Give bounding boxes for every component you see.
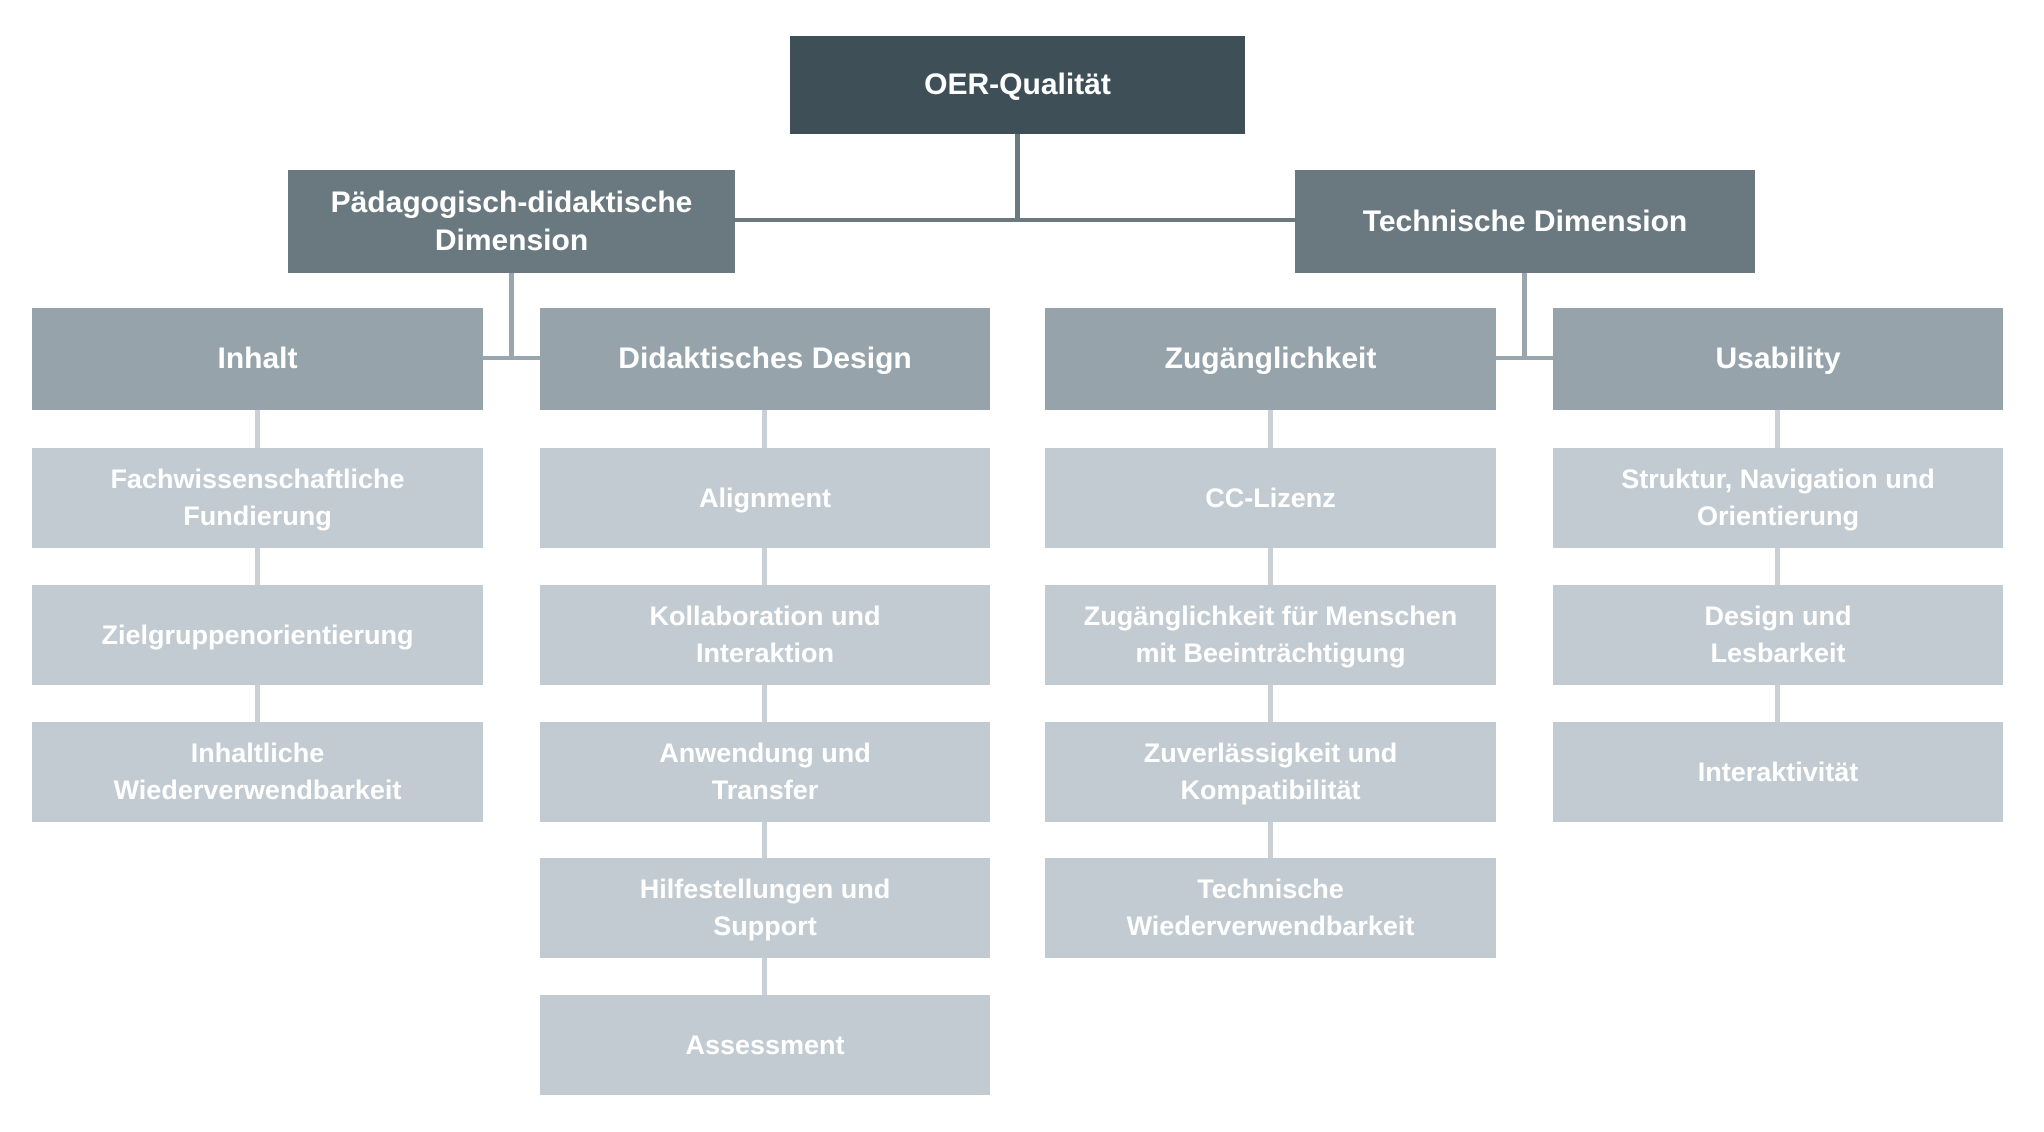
criterion-box-alignment: Alignment [540, 448, 990, 548]
connector-col2-seg1 [762, 410, 767, 448]
category-box-inhalt: Inhalt [32, 308, 483, 410]
criterion-box-fachwissenschaftliche-fundierung: Fachwissenschaftliche Fundierung [32, 448, 483, 548]
connector-col3-seg4 [1268, 822, 1273, 858]
connector-technisch-horizontal [1496, 356, 1553, 360]
criterion-box-technische-wiederverwendbarkeit: Technische Wiederverwendbarkeit [1045, 858, 1496, 958]
connector-col3-seg2 [1268, 548, 1273, 585]
criterion-box-hilfestellungen-und-support: Hilfestellungen und Support [540, 858, 990, 958]
criterion-box-zuverlaessigkeit-und-kompatibilitaet: Zuverlässigkeit und Kompatibilität [1045, 722, 1496, 822]
connector-paedagogisch-vertical [509, 273, 514, 360]
connector-col4-seg1 [1775, 410, 1780, 448]
connector-col4-seg3 [1775, 685, 1780, 722]
criterion-box-inhaltliche-wiederverwendbarkeit: Inhaltliche Wiederverwendbarkeit [32, 722, 483, 822]
criterion-box-cc-lizenz: CC-Lizenz [1045, 448, 1496, 548]
connector-col2-seg5 [762, 958, 767, 995]
criterion-box-struktur-navigation-orientierung: Struktur, Navigation und Orientierung [1553, 448, 2003, 548]
category-box-didaktisches-design: Didaktisches Design [540, 308, 990, 410]
connector-col3-seg1 [1268, 410, 1273, 448]
connector-col3-seg3 [1268, 685, 1273, 722]
criterion-box-kollaboration-und-interaktion: Kollaboration und Interaktion [540, 585, 990, 685]
category-box-usability: Usability [1553, 308, 2003, 410]
criterion-box-zielgruppenorientierung: Zielgruppenorientierung [32, 585, 483, 685]
dimension-box-paedagogisch-didaktisch: Pädagogisch-didaktische Dimension [288, 170, 735, 273]
connector-root-horizontal [735, 218, 1295, 222]
connector-col2-seg3 [762, 685, 767, 722]
connector-col1-seg1 [255, 410, 260, 448]
criterion-box-zugaenglichkeit-fuer-menschen: Zugänglichkeit für Menschen mit Beeinträ… [1045, 585, 1496, 685]
dimension-box-technisch: Technische Dimension [1295, 170, 1755, 273]
connector-root-vertical [1015, 134, 1020, 222]
connector-technisch-vertical [1522, 273, 1527, 360]
criterion-box-design-und-lesbarkeit: Design und Lesbarkeit [1553, 585, 2003, 685]
connector-col2-seg4 [762, 822, 767, 858]
connector-paedagogisch-horizontal [483, 356, 540, 360]
connector-col4-seg2 [1775, 548, 1780, 585]
category-box-zugaenglichkeit: Zugänglichkeit [1045, 308, 1496, 410]
criterion-box-assessment: Assessment [540, 995, 990, 1095]
root-box-oer-qualitaet: OER-Qualität [790, 36, 1245, 134]
criterion-box-anwendung-und-transfer: Anwendung und Transfer [540, 722, 990, 822]
connector-col2-seg2 [762, 548, 767, 585]
criterion-box-interaktivitaet: Interaktivität [1553, 722, 2003, 822]
connector-col1-seg3 [255, 685, 260, 722]
connector-col1-seg2 [255, 548, 260, 585]
